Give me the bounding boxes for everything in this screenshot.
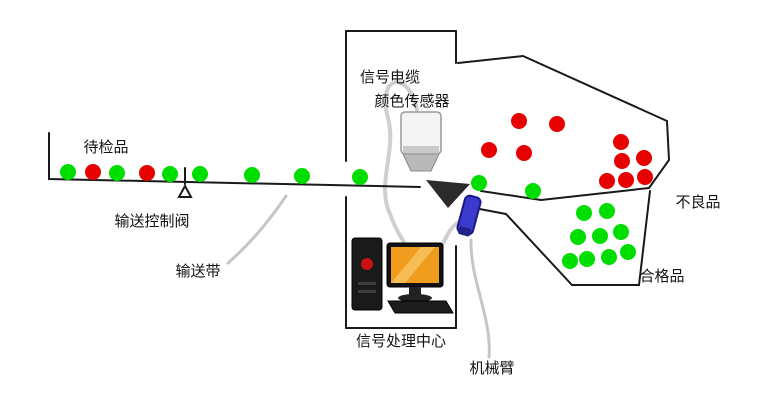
label-defective-products: 不良品 — [675, 194, 720, 211]
label-conveyor-control-valve: 输送控制阀 — [114, 213, 189, 230]
sensor-band — [403, 146, 439, 154]
product-dot-good — [613, 224, 629, 240]
monitor-stand — [409, 287, 421, 296]
product-dot-good — [471, 175, 487, 191]
label-signal-cable: 信号电缆 — [360, 69, 420, 86]
dots-layer — [60, 113, 653, 269]
label-items-to-inspect: 待检品 — [83, 139, 128, 156]
product-dot-defective — [637, 169, 653, 185]
product-dot-defective — [599, 173, 615, 189]
sensor-beam-cone — [426, 180, 470, 208]
product-dot-good — [562, 253, 578, 269]
product-dot-defective — [618, 172, 634, 188]
product-dot-defective — [549, 116, 565, 132]
monitor-screen-glare — [391, 247, 435, 283]
product-dot-defective — [511, 113, 527, 129]
product-dot-good — [109, 165, 125, 181]
product-dot-good — [162, 166, 178, 182]
monitor-base — [398, 294, 432, 302]
signal-cable — [383, 80, 419, 248]
labels: 信号电缆 颜色传感器 待检品 输送控制阀 输送带 信号处理中心 机械臂 不良品 … — [83, 69, 720, 377]
arm-leader-line — [469, 238, 491, 359]
color-sensor — [400, 111, 470, 208]
control-valve-icon — [177, 183, 193, 198]
qualified-bin-edge — [505, 190, 651, 286]
inspection-box — [345, 30, 457, 329]
sensor-nozzle — [402, 153, 440, 172]
arm-tip — [458, 226, 471, 237]
product-dot-good — [599, 203, 615, 219]
robotic-arm — [456, 194, 482, 237]
product-dot-defective — [516, 145, 532, 161]
product-dot-good — [60, 164, 76, 180]
product-dot-good — [579, 251, 595, 267]
product-dot-good — [525, 183, 541, 199]
tower-vent — [358, 282, 376, 285]
product-dot-good — [244, 167, 260, 183]
tower-vent — [358, 290, 376, 293]
product-dot-good — [570, 229, 586, 245]
label-robotic-arm: 机械臂 — [469, 360, 514, 377]
product-dot-defective — [139, 165, 155, 181]
product-dot-good — [601, 249, 617, 265]
chute-top-edge — [457, 54, 671, 189]
label-qualified-products: 合格品 — [639, 268, 684, 285]
sorting-chute — [457, 54, 671, 286]
belt-leader-line — [226, 194, 288, 265]
computer-tower — [351, 237, 383, 311]
label-conveyor-belt: 输送带 — [175, 263, 220, 280]
conveyor-belt-line — [48, 132, 421, 188]
keyboard — [387, 300, 454, 314]
product-dot-good — [620, 244, 636, 260]
product-dot-defective — [614, 153, 630, 169]
label-signal-processing-center: 信号处理中心 — [356, 333, 446, 350]
product-dot-defective — [85, 164, 101, 180]
product-dot-good — [592, 228, 608, 244]
tower-power-light — [361, 258, 373, 270]
product-dot-good — [576, 205, 592, 221]
product-dot-good — [352, 169, 368, 185]
product-dot-defective — [636, 150, 652, 166]
label-color-sensor: 颜色传感器 — [374, 93, 449, 110]
product-dot-good — [192, 166, 208, 182]
product-dot-defective — [481, 142, 497, 158]
product-dot-defective — [613, 134, 629, 150]
chute-divider — [540, 187, 650, 201]
signal-processing-computer — [351, 237, 454, 314]
product-dot-good — [294, 168, 310, 184]
